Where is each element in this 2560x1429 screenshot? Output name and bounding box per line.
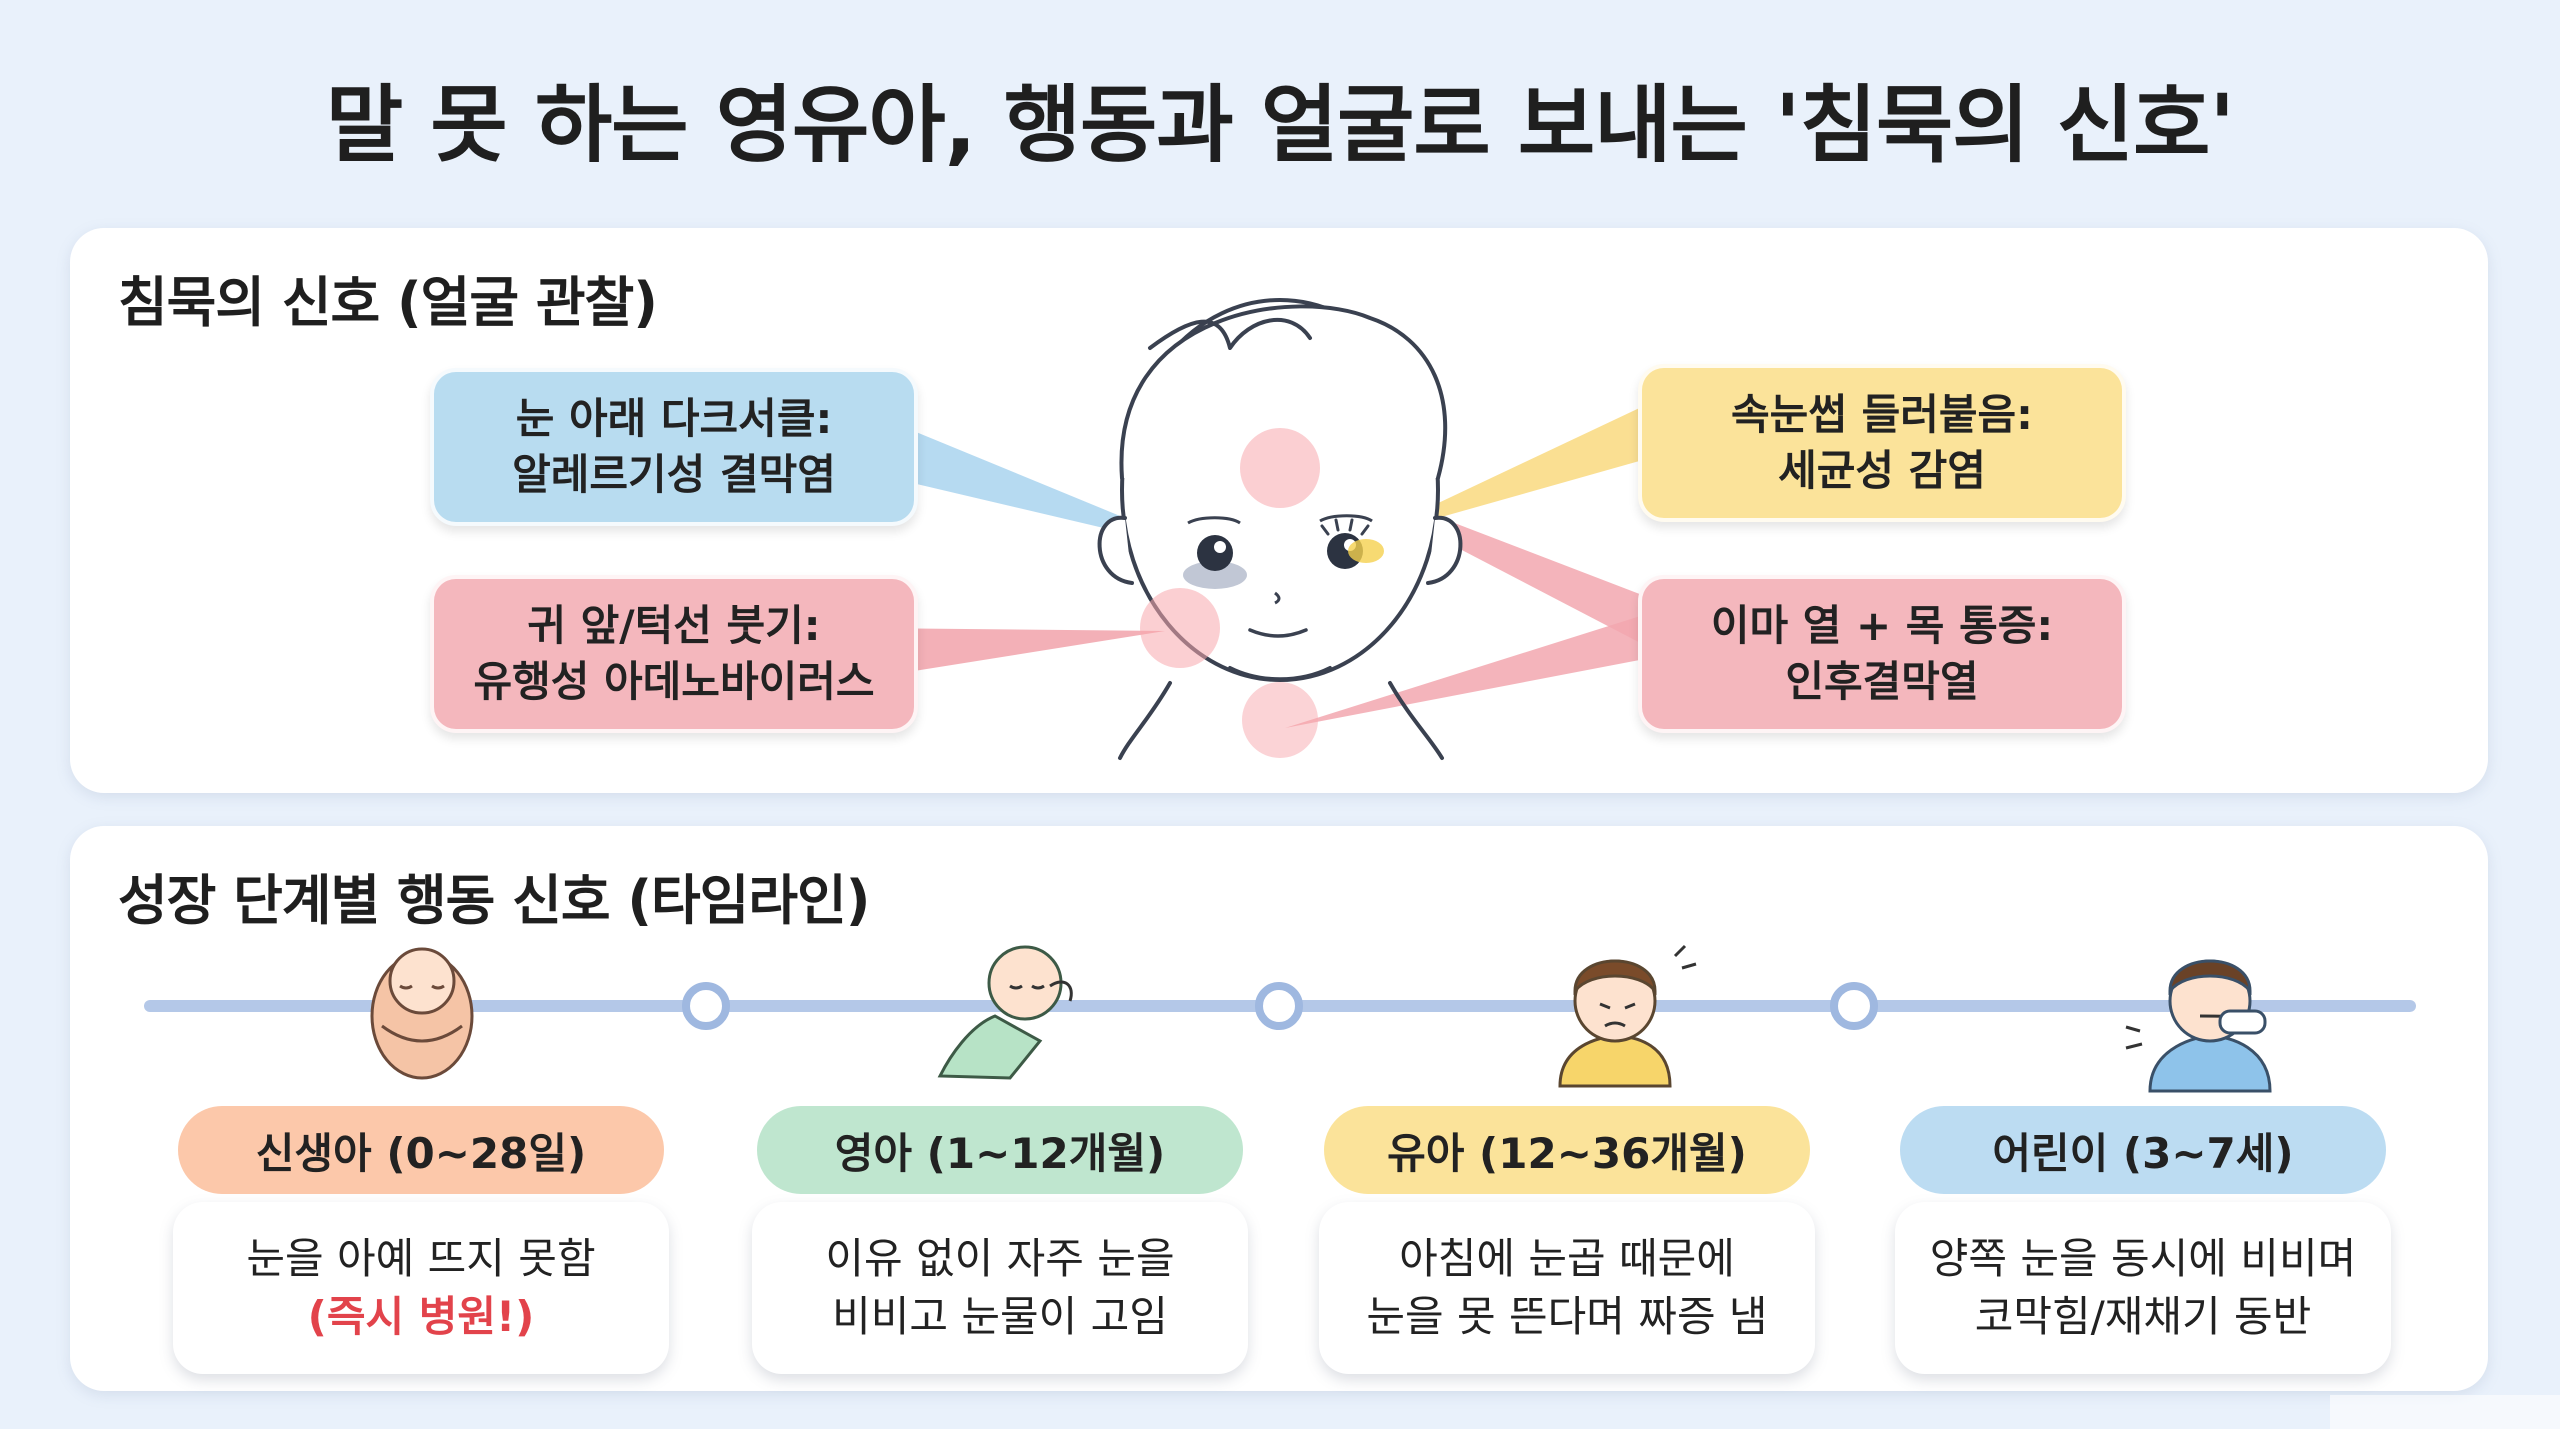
timeline-node <box>1255 982 1303 1030</box>
crying-toddler-icon <box>1558 944 1697 1088</box>
stage-label-newborn: 신생아 (0~28일) <box>178 1106 664 1194</box>
stage-label-infant: 영아 (1~12개월) <box>757 1106 1243 1194</box>
sneezing-child-icon <box>2125 959 2272 1093</box>
stage-desc-line: 비비고 눈물이 고임 <box>832 1292 1168 1341</box>
stage-desc-line: 코막힘/재채기 동반 <box>1974 1292 2312 1341</box>
stage-desc-line: 양쪽 눈을 동시에 비비며 <box>1929 1234 2357 1283</box>
stage-desc-line: 눈을 아예 뜨지 못함 <box>246 1234 596 1283</box>
callout-title: 귀 앞/턱선 붓기: <box>527 601 821 650</box>
stage-desc-line: 아침에 눈곱 때문에 <box>1399 1234 1735 1283</box>
page-title: 말 못 하는 영유아, 행동과 얼굴로 보내는 '침묵의 신호' <box>325 76 2235 174</box>
timeline-illustration <box>144 944 2416 1093</box>
callout-title: 눈 아래 다크서클: <box>515 394 833 443</box>
callout-condition: 유행성 아데노바이러스 <box>473 657 875 706</box>
timeline-node <box>1830 982 1878 1030</box>
face-panel-heading: 침묵의 신호 (얼굴 관찰) <box>118 271 658 334</box>
callout-condition: 알레르기성 결막염 <box>512 450 836 499</box>
mouth-icon <box>1248 628 1308 638</box>
callout-condition: 인후결막열 <box>1785 657 1979 706</box>
callout-condition: 세균성 감염 <box>1778 446 1986 495</box>
stage-desc-line: 눈을 못 뜬다며 짜증 냄 <box>1366 1292 1768 1341</box>
nose-icon <box>1274 591 1281 605</box>
corner-overlay <box>2330 1395 2560 1429</box>
forehead-redness <box>1240 428 1320 508</box>
face-illustration <box>870 298 1650 760</box>
timeline-panel-heading: 성장 단계별 행동 신호 (타임라인) <box>118 869 870 932</box>
callout-dark-circle: 눈 아래 다크서클: 알레르기성 결막염 <box>430 368 918 526</box>
stage-card-infant: 이유 없이 자주 눈을 비비고 눈물이 고임 <box>752 1202 1248 1374</box>
timeline-node <box>682 982 730 1030</box>
eyes-icon <box>1187 514 1384 571</box>
callout-jaw-swelling: 귀 앞/턱선 붓기: 유행성 아데노바이러스 <box>430 575 918 733</box>
leader-jaw-swelling <box>870 628 1165 678</box>
neck-redness <box>1242 682 1318 758</box>
stage-label-child: 어린이 (3~7세) <box>1900 1106 2386 1194</box>
dark-circle-mark <box>1183 561 1247 589</box>
callout-fever-throat: 이마 열 + 목 통증: 인후결막열 <box>1638 575 2126 733</box>
stage-alert: (즉시 병원!) <box>307 1292 535 1341</box>
callout-title: 이마 열 + 목 통증: <box>1710 601 2054 650</box>
stage-card-child: 양쪽 눈을 동시에 비비며 코막힘/재채기 동반 <box>1895 1202 2391 1374</box>
callout-title: 속눈썹 들러붙음: <box>1731 390 2033 439</box>
timeline-panel: 성장 단계별 행동 신호 (타임라인) <box>70 826 2488 1391</box>
leader-neck <box>1285 613 1650 728</box>
face-observation-panel: 침묵의 신호 (얼굴 관찰) <box>70 228 2488 793</box>
cheek-redness <box>1140 588 1220 668</box>
stage-desc-line: 이유 없이 자주 눈을 <box>825 1234 1175 1283</box>
callout-eyelash: 속눈썹 들러붙음: 세균성 감염 <box>1638 364 2126 522</box>
stage-card-toddler: 아침에 눈곱 때문에 눈을 못 뜬다며 짜증 냄 <box>1319 1202 1815 1374</box>
stage-card-newborn: 눈을 아예 뜨지 못함 (즉시 병원!) <box>173 1202 669 1374</box>
crawling-infant-icon <box>937 945 1073 1080</box>
swaddled-newborn-icon <box>370 947 474 1080</box>
stage-label-toddler: 유아 (12~36개월) <box>1324 1106 1810 1194</box>
